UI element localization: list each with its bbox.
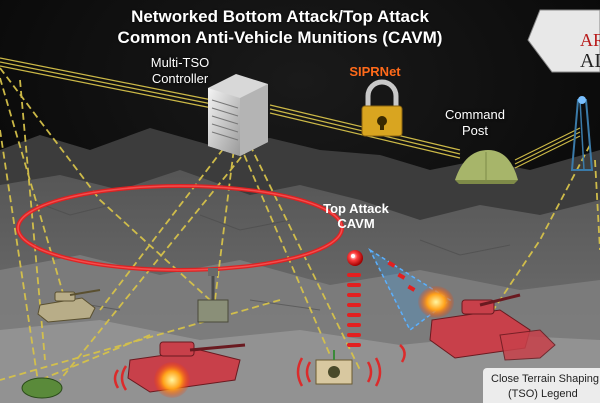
radio-tower-icon — [570, 96, 594, 171]
title-line-2: Common Anti-Vehicle Munitions (CAVM) — [117, 28, 443, 47]
logo-badge — [527, 9, 600, 73]
command-post-label: Command Post — [420, 107, 530, 139]
title-line-1: Networked Bottom Attack/Top Attack — [131, 7, 429, 26]
explosion-icon — [418, 286, 454, 318]
page-title: Networked Bottom Attack/Top Attack Commo… — [60, 6, 500, 48]
top-attack-label-line-1: Top Attack — [323, 201, 389, 216]
padlock-icon — [361, 79, 403, 137]
bottom-attack-munition-icon — [21, 377, 63, 399]
command-post-tent-icon — [455, 150, 518, 184]
controller-label: Multi-TSO Controller — [120, 55, 240, 87]
command-post-label-line-1: Command — [445, 107, 505, 122]
top-attack-label: Top Attack CAVM — [306, 201, 406, 231]
controller-label-line-2: Controller — [151, 71, 209, 86]
top-attack-label-line-2: CAVM — [337, 216, 375, 231]
friendly-tank-icon — [37, 289, 101, 323]
controller-label-line-1: Multi-TSO — [150, 55, 210, 70]
server-rack-icon — [208, 74, 268, 156]
siprnet-label: SIPRNet — [349, 64, 401, 79]
bottom-attack-munition-icon — [315, 350, 353, 385]
ground-sensor-icon — [197, 268, 229, 323]
command-post-label-line-2: Post — [461, 123, 488, 138]
explosion-icon — [154, 362, 190, 398]
logo-text-line-1: AR — [580, 30, 600, 50]
legend-line-2: (TSO) Legend — [508, 388, 578, 400]
logo-text-line-2: AL — [580, 50, 600, 72]
tso-legend: Close Terrain Shaping (TSO) Legend — [483, 368, 600, 403]
top-attack-munition-icon — [347, 250, 363, 347]
legend-line-1: Close Terrain Shaping — [491, 373, 600, 385]
